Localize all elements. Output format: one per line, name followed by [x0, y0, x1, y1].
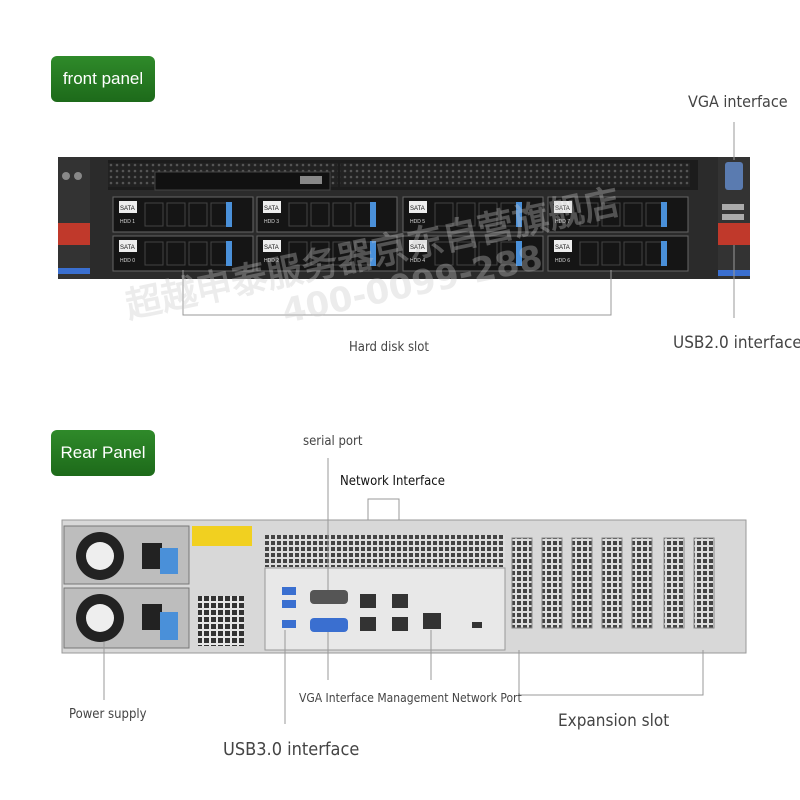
- hdd-bay-sata-label: SATA: [555, 245, 570, 251]
- vga-management-port-label: VGA Interface Management Network Port: [299, 691, 522, 705]
- rear-panel-badge: Rear Panel: [51, 430, 155, 476]
- hdd-bay-number-label: HDD 5: [410, 219, 425, 225]
- hdd-bay: SATA HDD 6: [547, 235, 689, 272]
- expansion-slot-cover: [511, 537, 533, 629]
- expansion-slot-cover: [601, 537, 623, 629]
- serial-port-label: serial port: [303, 434, 363, 449]
- expansion-slot-cover: [693, 537, 715, 629]
- hdd-bay-sata-label: SATA: [555, 206, 570, 212]
- hdd-bay: SATA HDD 1: [112, 196, 254, 233]
- hard-disk-slot-label: Hard disk slot: [349, 340, 430, 355]
- hdd-bay: SATA HDD 5: [402, 196, 544, 233]
- hdd-bay-number-label: HDD 2: [264, 258, 279, 264]
- hdd-bay: SATA HDD 7: [547, 196, 689, 233]
- expansion-slot-cover: [571, 537, 593, 629]
- hdd-bay-sata-label: SATA: [120, 245, 135, 251]
- hdd-bay-number-label: HDD 6: [555, 258, 570, 264]
- hdd-bay-number-label: HDD 0: [120, 258, 135, 264]
- hdd-bay: SATA HDD 3: [256, 196, 398, 233]
- front-panel-badge: front panel: [51, 56, 155, 102]
- power-supply-label: Power supply: [69, 707, 147, 722]
- hdd-bay-sata-label: SATA: [410, 206, 425, 212]
- expansion-slot-label: Expansion slot: [558, 711, 670, 731]
- network-interface-label: Network Interface: [340, 474, 445, 489]
- hdd-bay-sata-label: SATA: [264, 245, 279, 251]
- hdd-bay-number-label: HDD 4: [410, 258, 425, 264]
- usb3-interface-label: USB3.0 interface: [223, 739, 360, 760]
- hdd-bay-sata-label: SATA: [264, 206, 279, 212]
- hdd-bay-number-label: HDD 7: [555, 219, 570, 225]
- hdd-bay: SATA HDD 0: [112, 235, 254, 272]
- hdd-bay-sata-label: SATA: [410, 245, 425, 251]
- expansion-slot-cover: [663, 537, 685, 629]
- hdd-bay-number-label: HDD 3: [264, 219, 279, 225]
- usb2-interface-label: USB2.0 interface: [673, 333, 800, 353]
- hdd-bay-number-label: HDD 1: [120, 219, 135, 225]
- expansion-slot-cover: [631, 537, 653, 629]
- hdd-bay: SATA HDD 2: [256, 235, 398, 272]
- hdd-bay: SATA HDD 4: [402, 235, 544, 272]
- hdd-bay-sata-label: SATA: [120, 206, 135, 212]
- expansion-slot-cover: [541, 537, 563, 629]
- vga-interface-label: VGA interface: [688, 92, 788, 111]
